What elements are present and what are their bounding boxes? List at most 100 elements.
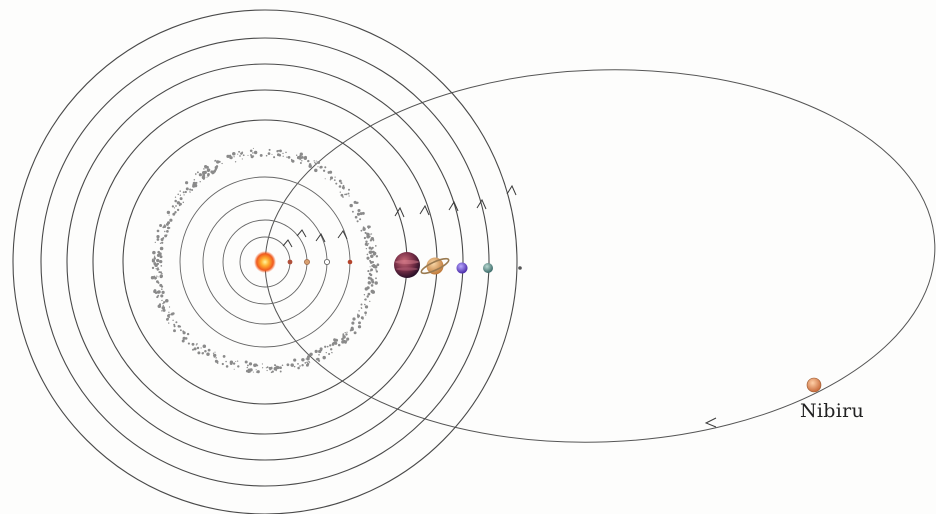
asteroid xyxy=(282,152,284,155)
asteroid xyxy=(299,152,303,156)
asteroid xyxy=(159,224,163,227)
asteroid xyxy=(304,362,307,364)
asteroid xyxy=(317,166,319,168)
asteroid xyxy=(200,347,202,349)
asteroid xyxy=(291,159,295,163)
asteroid xyxy=(367,270,370,273)
asteroid xyxy=(215,165,219,168)
asteroid xyxy=(171,313,174,316)
asteroid xyxy=(370,278,374,282)
planet-earth xyxy=(323,258,330,265)
asteroid xyxy=(266,369,268,372)
asteroid xyxy=(161,241,164,244)
asteroid xyxy=(341,340,345,344)
asteroid xyxy=(156,290,160,294)
asteroid xyxy=(266,366,269,369)
asteroid xyxy=(271,366,273,368)
asteroid xyxy=(341,186,345,190)
asteroid xyxy=(158,269,160,271)
asteroid xyxy=(182,339,185,341)
asteroid xyxy=(236,360,239,362)
asteroid xyxy=(179,329,182,332)
asteroid xyxy=(341,337,344,341)
asteroid xyxy=(326,345,329,348)
asteroid xyxy=(368,227,370,230)
asteroid xyxy=(182,201,185,204)
asteroid xyxy=(193,183,197,187)
asteroid xyxy=(168,316,171,318)
asteroid xyxy=(375,269,377,271)
asteroid xyxy=(151,266,155,270)
asteroid xyxy=(271,153,273,155)
asteroid xyxy=(317,161,321,164)
asteroid xyxy=(303,155,308,159)
asteroid xyxy=(214,159,217,162)
asteroid xyxy=(154,241,156,244)
asteroid xyxy=(319,165,323,169)
asteroid xyxy=(282,155,284,157)
asteroid xyxy=(189,191,191,193)
asteroid xyxy=(364,231,367,234)
nibiru-orbit xyxy=(264,69,936,443)
asteroid xyxy=(358,310,360,312)
asteroid xyxy=(359,212,363,216)
asteroid xyxy=(222,355,226,358)
asteroid xyxy=(309,362,311,364)
asteroid xyxy=(338,179,342,183)
asteroid xyxy=(175,205,177,207)
asteroid xyxy=(370,274,372,276)
asteroid xyxy=(201,352,204,355)
asteroid xyxy=(218,160,221,163)
asteroid xyxy=(252,147,254,149)
asteroid xyxy=(318,349,322,354)
asteroid xyxy=(153,255,156,257)
asteroid xyxy=(329,170,333,174)
asteroid xyxy=(256,364,259,367)
asteroid xyxy=(364,311,367,315)
asteroid xyxy=(255,369,257,371)
asteroid xyxy=(370,284,374,287)
asteroid xyxy=(374,245,377,247)
jupiter-band xyxy=(395,260,419,264)
asteroid xyxy=(193,347,197,351)
asteroid xyxy=(221,162,223,165)
asteroid xyxy=(191,188,194,192)
asteroid xyxy=(164,230,166,233)
planet-mercury xyxy=(287,259,293,265)
asteroid xyxy=(298,156,302,160)
asteroid xyxy=(151,259,156,263)
asteroid xyxy=(293,358,297,362)
planet-pluto xyxy=(518,266,522,270)
planet-venus xyxy=(304,259,310,265)
asteroid xyxy=(367,292,371,296)
asteroid xyxy=(365,305,368,308)
asteroid xyxy=(160,265,163,267)
asteroid xyxy=(157,304,162,309)
asteroid xyxy=(299,162,302,164)
asteroid xyxy=(351,210,354,213)
asteroid-belt xyxy=(150,147,380,374)
asteroid xyxy=(261,367,264,369)
asteroid xyxy=(241,158,243,160)
asteroid xyxy=(307,159,310,163)
asteroid xyxy=(174,211,177,214)
asteroid xyxy=(345,333,348,336)
asteroid xyxy=(366,232,370,236)
asteroid xyxy=(166,210,171,215)
asteroid xyxy=(151,258,154,260)
asteroid xyxy=(181,339,185,343)
asteroid xyxy=(248,362,253,366)
asteroid xyxy=(324,345,327,348)
asteroid xyxy=(162,226,165,229)
asteroid xyxy=(375,270,379,273)
orbit-uranus xyxy=(66,63,464,461)
asteroid xyxy=(344,193,346,196)
asteroid xyxy=(229,156,233,160)
asteroid xyxy=(203,168,205,170)
asteroid xyxy=(368,243,370,245)
asteroid xyxy=(153,275,156,278)
asteroid xyxy=(329,179,332,181)
asteroid xyxy=(265,367,267,369)
asteroid xyxy=(308,360,310,363)
asteroid xyxy=(165,298,169,303)
